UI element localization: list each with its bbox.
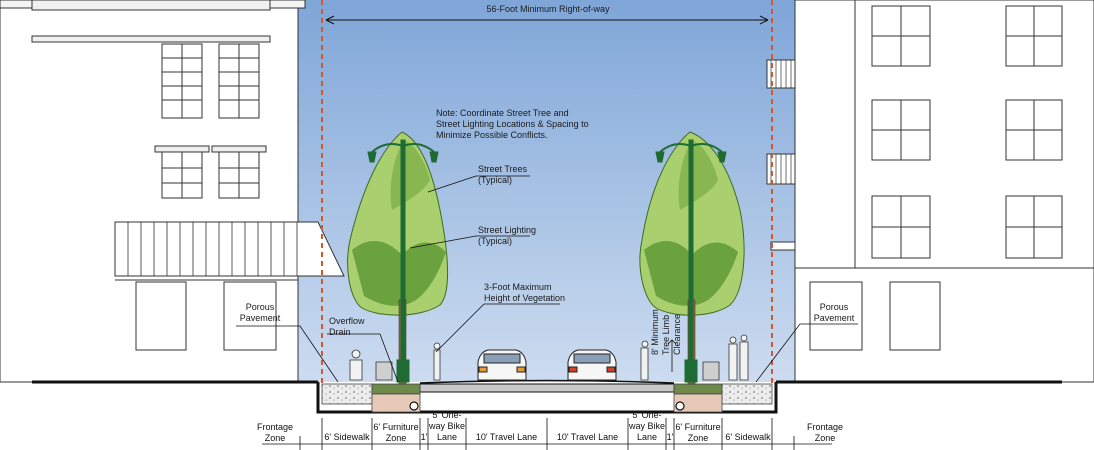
zone-label-line: Zone [264, 433, 286, 443]
callout-overflow-drain: Overflow Drain [329, 316, 365, 338]
pedestrians [349, 334, 749, 381]
callout-text: Street Lighting [478, 225, 537, 235]
row-dimension-arrow [325, 15, 769, 25]
zone-label-line: 6' Furniture [373, 422, 419, 432]
car-right [567, 349, 617, 381]
callout-text: Height of Vegetation [484, 293, 566, 303]
callout-vegetation: 3-Foot Maximum Height of Vegetation [484, 282, 565, 304]
callout-text: Drain [329, 327, 351, 337]
callout-text: (Typical) [478, 175, 513, 185]
street-tree-left [347, 131, 449, 385]
left-building [0, 0, 345, 383]
leader-lines [236, 175, 858, 383]
callout-text: Pavement [239, 313, 281, 323]
zone-label-line: Lane [436, 432, 458, 442]
right-of-way-title: 56-Foot Minimum Right-of-way [486, 4, 610, 14]
callout-street-trees: Street Trees (Typical) [478, 164, 527, 186]
zone-label-line: 1' [420, 432, 428, 442]
zone-label-line: Zone [385, 433, 407, 443]
zone-label-line: 1' [666, 432, 674, 442]
dimension-lines [262, 418, 832, 450]
right-building [766, 0, 1094, 383]
callout-text: (Typical) [478, 236, 513, 246]
zone-label-sidewalk-right: 6' Sidewalk [722, 432, 774, 443]
zone-label-travel-right: 10' Travel Lane [547, 432, 628, 443]
zone-label-sidewalk-left: 6' Sidewalk [322, 432, 372, 443]
note-line-2: Street Lighting Locations & Spacing to [436, 119, 589, 129]
callout-text: 3-Foot Maximum [484, 282, 552, 292]
zone-label-line: 10' Travel Lane [556, 432, 619, 442]
zone-label-line: 5' One- [632, 410, 662, 420]
zone-label-line: Zone [814, 433, 836, 443]
note-line-1: Note: Coordinate Street Tree and [436, 108, 569, 118]
street-light-right [655, 139, 727, 383]
zone-label-line: 6' Sidewalk [725, 432, 771, 442]
zone-label-line: way Bike [628, 421, 665, 431]
callout-text: 8' Minimum [650, 309, 660, 355]
callout-porous-left: Porous Pavement [234, 302, 286, 324]
callout-text: Clearance [672, 313, 682, 355]
callout-text: Porous [245, 302, 275, 312]
callout-text: Tree Limb [661, 314, 671, 355]
callout-tree-clearance: 8' Minimum Tree Limb Clearance [650, 309, 683, 355]
callout-porous-right: Porous Pavement [808, 302, 860, 324]
zone-label-line: 10' Travel Lane [475, 432, 538, 442]
note-line-3: Minimize Possible Conflicts. [436, 130, 548, 140]
zone-label-line: 6' Sidewalk [324, 432, 370, 442]
callout-text: Overflow [329, 316, 365, 326]
zone-label-line: Frontage [256, 422, 294, 432]
zone-label-gap-left: 1' [418, 432, 430, 443]
callout-text: Street Trees [478, 164, 528, 174]
zone-label-line: Lane [636, 432, 658, 442]
roadway-section [316, 379, 778, 414]
car-left [477, 349, 527, 381]
zone-label-line: way Bike [428, 421, 465, 431]
zone-label-line: Frontage [806, 422, 844, 432]
zone-label-line: 5' One- [432, 410, 462, 420]
callout-street-lighting: Street Lighting (Typical) [478, 225, 536, 247]
street-light-left [367, 139, 439, 383]
zone-label-line: 6' Furniture [675, 422, 721, 432]
coordination-note: Note: Coordinate Street Tree and Street … [436, 108, 589, 141]
zone-label-travel-left: 10' Travel Lane [466, 432, 547, 443]
callout-text: Porous [819, 302, 849, 312]
callout-text: Pavement [813, 313, 855, 323]
zone-label-line: Zone [687, 433, 709, 443]
zone-label-gap-right: 1' [664, 432, 676, 443]
